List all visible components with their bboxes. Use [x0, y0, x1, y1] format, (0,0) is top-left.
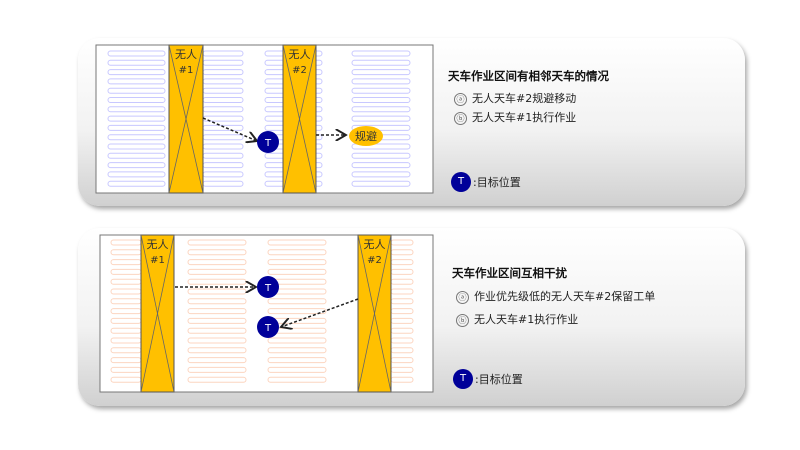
storage-slot: [187, 357, 247, 364]
storage-slot: [267, 347, 327, 354]
target-marker: T: [257, 131, 279, 153]
storage-slot: [267, 366, 327, 373]
panel1-title: 天车作业区间有相邻天车的情况: [448, 69, 609, 83]
storage-slot: [107, 180, 166, 187]
panel1-legend: T:目标位置: [451, 172, 521, 192]
target-icon: T: [451, 172, 471, 192]
panel1-item-a: ⓐ 无人天车#2规避移动: [454, 90, 576, 106]
storage-slot: [267, 357, 327, 364]
crane-panel1-1: 无人 #1: [168, 44, 204, 194]
crane-panel1-2: 无人 #2: [282, 44, 317, 194]
item-text: 无人天车#1执行作业: [474, 313, 579, 326]
yard-area-1: [95, 44, 434, 194]
svg-text:T: T: [264, 283, 272, 294]
storage-slot: [107, 69, 166, 76]
panel2-legend: T:目标位置: [453, 369, 523, 389]
storage-slot: [267, 337, 327, 344]
storage-slot: [187, 268, 247, 275]
svg-text:T: T: [264, 323, 272, 334]
storage-slot: [107, 59, 166, 66]
panel1-item-b: ⓑ 无人天车#1执行作业: [454, 109, 576, 125]
legend-text: :目标位置: [475, 373, 523, 386]
storage-slot: [351, 69, 411, 76]
storage-slot: [351, 180, 411, 187]
storage-slot: [351, 87, 411, 94]
item-marker: ⓐ: [456, 290, 469, 304]
storage-slot: [107, 152, 166, 159]
panel2-title: 天车作业区间互相干扰: [452, 266, 567, 280]
target-icon: T: [453, 369, 473, 389]
svg-text:T: T: [264, 138, 272, 149]
storage-slot: [187, 327, 247, 334]
crane-number: #2: [367, 255, 382, 266]
storage-slot: [351, 78, 411, 85]
storage-slot: [107, 162, 166, 169]
storage-slot: [351, 59, 411, 66]
storage-slot: [351, 171, 411, 178]
storage-slot: [107, 106, 166, 113]
storage-slot: [351, 124, 411, 131]
storage-slot: [187, 347, 247, 354]
storage-slot: [187, 308, 247, 315]
storage-slot: [107, 87, 166, 94]
storage-slot: [107, 78, 166, 85]
panel2-item-b: ⓑ 无人天车#1执行作业: [456, 311, 578, 327]
storage-slot: [107, 97, 166, 103]
crane-number: #2: [292, 65, 307, 76]
storage-slot: [267, 298, 327, 305]
target-marker: T: [257, 276, 279, 298]
crane-number: #1: [150, 255, 165, 266]
item-text: 无人天车#1执行作业: [472, 111, 577, 124]
storage-slot: [267, 376, 327, 383]
crane-label: 无人: [147, 238, 169, 251]
storage-slot: [187, 298, 247, 305]
storage-slot: [107, 143, 166, 150]
storage-slot: [107, 115, 166, 122]
storage-slot: [187, 317, 247, 324]
svg-text:规避: 规避: [355, 129, 377, 143]
storage-slot: [267, 249, 327, 256]
crane-label: 无人: [175, 48, 197, 61]
item-marker: ⓐ: [454, 92, 467, 106]
storage-slot: [187, 249, 247, 256]
storage-slot: [351, 50, 411, 57]
storage-slot: [267, 268, 327, 275]
crane-panel2-2: 无人 #2: [357, 234, 392, 393]
storage-slot: [187, 239, 247, 246]
storage-slot: [107, 171, 166, 178]
storage-slot: [351, 162, 411, 169]
legend-text: :目标位置: [473, 176, 521, 189]
storage-slot: [107, 134, 166, 141]
storage-slot: [351, 106, 411, 113]
move-arrow-crane2: [281, 298, 359, 327]
item-marker: ⓑ: [456, 313, 469, 327]
storage-slot: [187, 259, 247, 266]
item-text: 无人天车#2规避移动: [472, 92, 577, 105]
storage-slot: [351, 143, 411, 150]
storage-slot: [187, 366, 247, 373]
item-text: 作业优先级低的无人天车#2保留工单: [474, 290, 656, 303]
storage-slot: [351, 115, 411, 122]
storage-slot: [267, 308, 327, 315]
target-marker: T: [257, 316, 279, 338]
storage-slot: [351, 97, 411, 103]
storage-slot: [187, 376, 247, 383]
avoid-marker: 规避: [349, 126, 383, 146]
storage-slot: [187, 337, 247, 344]
storage-slot: [267, 239, 327, 246]
crane-panel2-1: 无人 #1: [140, 234, 175, 393]
storage-slot: [351, 152, 411, 159]
panel2-item-a: ⓐ 作业优先级低的无人天车#2保留工单: [456, 288, 655, 304]
storage-slot: [267, 259, 327, 266]
crane-label: 无人: [364, 238, 386, 251]
item-marker: ⓑ: [454, 111, 467, 125]
storage-slot: [107, 50, 166, 57]
crane-label: 无人: [289, 48, 311, 61]
crane-number: #1: [179, 65, 194, 76]
storage-slot: [107, 124, 166, 131]
